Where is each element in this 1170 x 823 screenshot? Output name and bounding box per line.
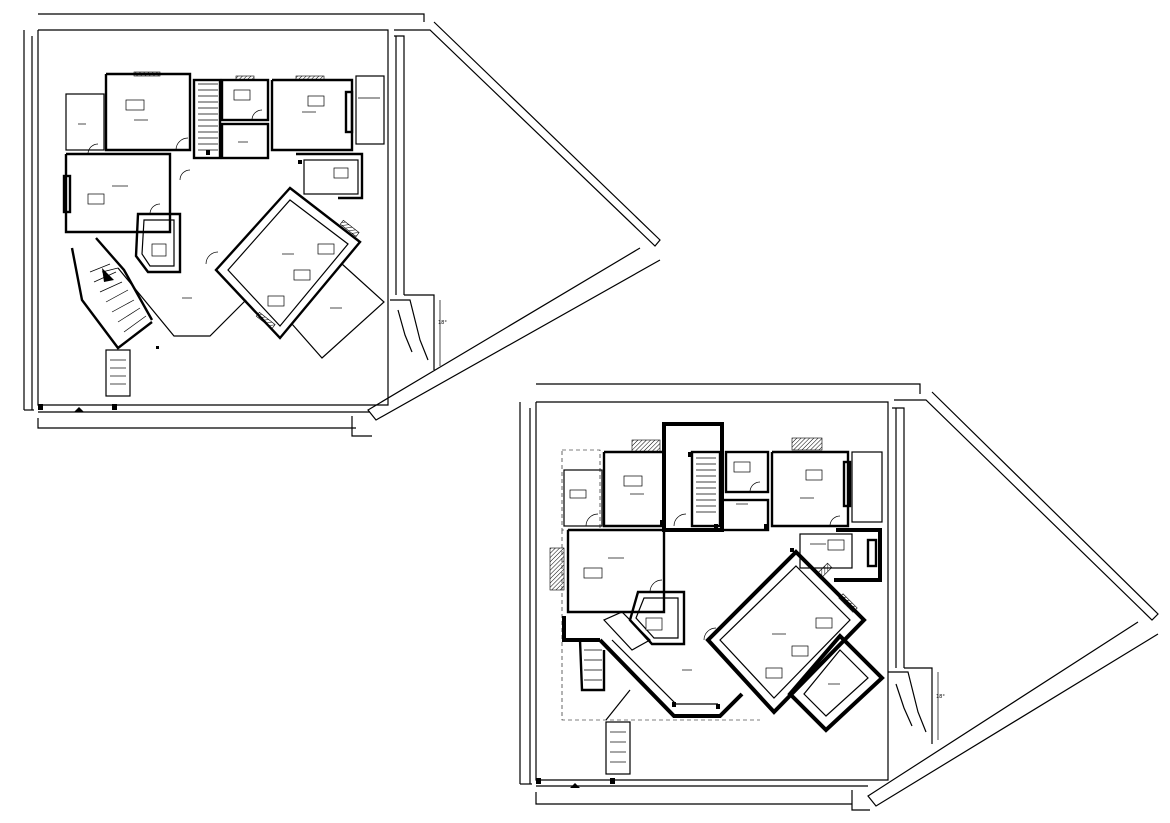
- plot-boundary-2: [519, 383, 1159, 811]
- plot-boundary: [23, 13, 661, 437]
- building-ground: [62, 71, 385, 397]
- angle-label-first: 18°: [936, 694, 945, 700]
- floor-plan-first: 18°: [519, 383, 1159, 811]
- angle-label-ground: 18°: [438, 320, 447, 326]
- floor-plan-ground: 18°: [23, 13, 661, 437]
- building-first: [549, 422, 885, 775]
